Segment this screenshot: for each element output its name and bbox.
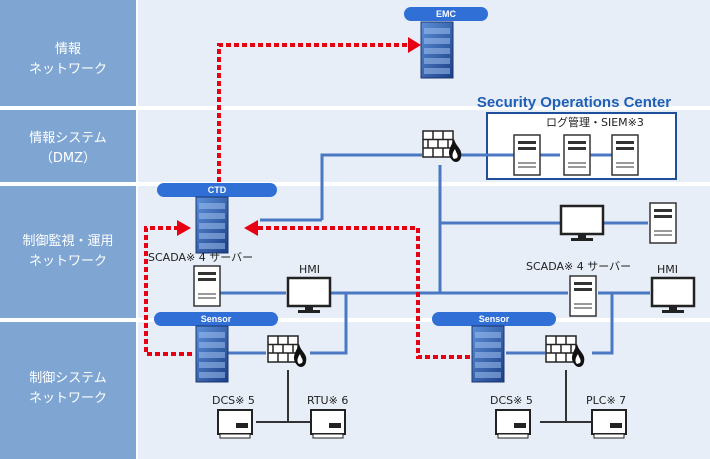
zone-info-system [0,110,136,182]
plc-label: PLC※ 7 [586,394,626,407]
soc-server-icon [611,134,639,176]
ops-server-icon [649,202,677,244]
hmi-right-label: HMI [657,263,678,276]
sensor-left-badge-label: Sensor [201,314,232,324]
zone-label-control-monitor-1: 制御監視・運用 [22,233,113,249]
soc-group: Security Operations Center ログ管理・SIEM※3 [477,94,677,180]
emc-badge-label: EMC [436,9,457,19]
soc-log-server-icon [513,134,541,176]
emc-server-icon [420,21,454,79]
zone-label-info-network-2: ネットワーク [29,62,107,77]
sensor-right-badge-label: Sensor [479,314,510,324]
hmi-left-label: HMI [299,263,320,276]
zone-info-network [0,0,136,106]
ctd-server-icon [195,196,229,254]
zone-column: 情報 ネットワーク 情報システム （DMZ） 制御監視・運用 ネットワーク 制御… [0,0,136,459]
alert-arrowhead-ctd-right [244,220,258,236]
scada-left-label: SCADA※ 4 サーバー [148,251,253,264]
scada-right-label: SCADA※ 4 サーバー [526,260,631,273]
plc-terminal-icon [591,409,627,439]
rtu-terminal-icon [310,409,346,439]
zone-control-system [0,322,136,459]
alert-arrowhead-emc [408,37,421,53]
scada-left-server-icon [193,265,221,307]
ctd-badge-label: CTD [208,185,227,195]
sensor-left-server-icon [195,325,229,383]
dcs-right-terminal-icon [495,409,531,439]
sensor-left-badge [154,312,278,326]
zone-label-control-system-1: 制御システム [29,371,107,386]
soc-subtitle: ログ管理・SIEM※3 [546,115,644,129]
zone-label-control-monitor-2: ネットワーク [29,254,107,269]
ctd-badge [157,183,277,197]
emc-server: EMC [404,7,488,79]
zone-label-info-system-2: （DMZ） [40,151,96,166]
sensor-right-server-icon [471,325,505,383]
sensor-right: Sensor [432,312,556,383]
network-links [220,153,650,355]
ctd-server: CTD [157,183,277,254]
zone-separators [138,107,710,321]
zone-label-control-system-2: ネットワーク [29,391,107,406]
zone-label-info-network-1: 情報 [55,42,81,57]
alert-flows [144,37,470,359]
field-links [256,370,592,423]
soc-title: Security Operations Center [477,94,671,111]
emc-badge [404,7,488,21]
scada-right-server-icon [569,275,597,317]
alert-arrowhead-ctd-left [177,220,191,236]
dcs-left-label: DCS※ 5 [212,394,255,407]
zone-control-monitor [0,186,136,318]
soc-siem-server-icon [563,134,591,176]
sensor-right-badge [432,312,556,326]
dcs-right-label: DCS※ 5 [490,394,533,407]
dcs-left-terminal-icon [217,409,253,439]
sensor-left: Sensor [154,312,278,383]
rtu-label: RTU※ 6 [307,394,348,407]
zone-label-info-system-1: 情報システム [29,131,107,146]
